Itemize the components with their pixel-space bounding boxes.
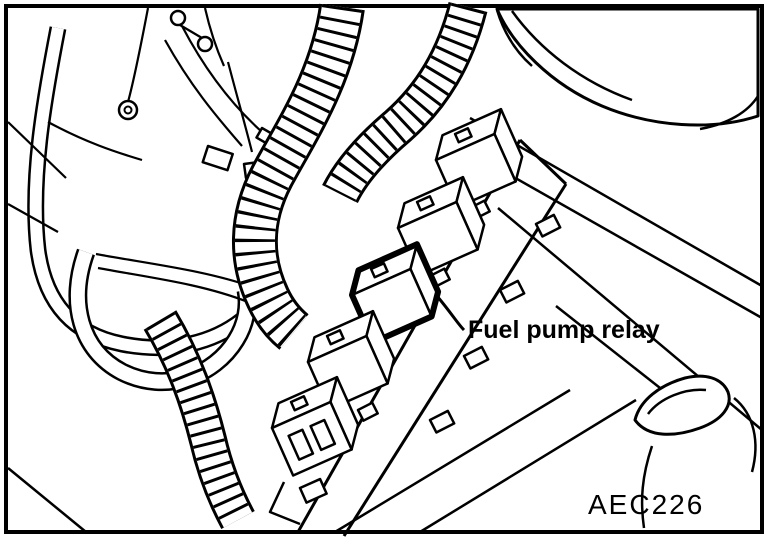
wire-1 <box>126 7 150 103</box>
figure-border <box>4 4 764 534</box>
wire-6 <box>47 121 143 162</box>
rail-end-tab <box>268 481 301 526</box>
figure-code: AEC226 <box>588 489 704 520</box>
bolt-head-2 <box>196 35 214 53</box>
harness-line-2 <box>97 266 249 304</box>
wiper-arm-inner-line <box>647 388 707 415</box>
relay-rail-right-edge <box>342 183 568 537</box>
line-art <box>7 7 763 537</box>
wire-5 <box>203 7 226 67</box>
harness-clip-center <box>123 105 133 115</box>
wire-3 <box>181 25 263 133</box>
air-duct-edge-line <box>495 9 533 67</box>
panel-line-5 <box>334 388 571 534</box>
rail-tab-4 <box>428 409 456 434</box>
air-duct <box>495 7 760 127</box>
harness-clip <box>117 99 139 121</box>
bolt-head-1 <box>169 9 187 27</box>
callout-leader-line <box>435 295 466 332</box>
connector-1 <box>201 144 234 172</box>
panel-line-6 <box>419 398 637 534</box>
clamp-link-line <box>179 24 203 39</box>
lower-panel-curve <box>640 445 654 529</box>
rail-end-bracket <box>298 477 328 504</box>
wire-4 <box>226 61 254 153</box>
edge-line-3 <box>7 467 87 533</box>
air-duct-inner-line <box>510 10 633 102</box>
fuel-pump-relay-label: Fuel pump relay <box>468 316 660 344</box>
corner-curve-line <box>733 397 757 473</box>
rail-tab-3 <box>462 345 490 370</box>
edge-line-2 <box>7 203 59 233</box>
rail-tab-1 <box>534 213 562 238</box>
wire-2 <box>164 39 243 147</box>
edge-line-1 <box>7 121 67 179</box>
rail-tab-2 <box>498 279 526 304</box>
air-duct-lip-line <box>699 95 760 131</box>
rail-bracket-3 <box>356 401 379 422</box>
relay-rail-top-edge <box>518 138 568 186</box>
relay-box-5-connector-slots <box>287 418 337 461</box>
